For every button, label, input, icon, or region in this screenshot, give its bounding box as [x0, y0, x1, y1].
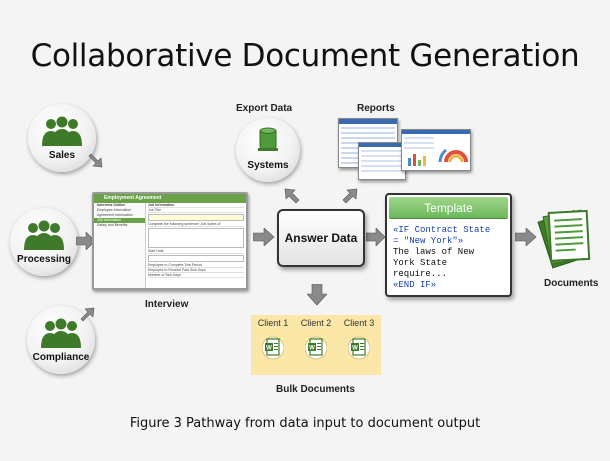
answer-to-reports-arrow-icon [342, 188, 358, 204]
figure-caption: Figure 3 Pathway from data input to docu… [129, 416, 481, 431]
template-line: The laws of New [393, 247, 475, 257]
reports-label: Reports [357, 103, 395, 114]
interview-window-title: Employment Agreement [94, 194, 246, 203]
report-list-thumbnail [358, 142, 406, 180]
people-group-icon [41, 318, 81, 348]
template-box: Template «IF Contract State = "New York"… [385, 193, 512, 297]
systems-label: Systems [247, 160, 289, 171]
bulk-documents-label: Bulk Documents [276, 384, 355, 395]
template-to-documents-arrow-icon [515, 228, 537, 246]
interview-panel: Job Information Job Title Complete the f… [148, 203, 244, 288]
processing-arrow-icon [76, 232, 96, 250]
interview-to-answer-arrow-icon [253, 228, 275, 246]
outline-item: Agreement Information [97, 213, 133, 217]
template-line: York State [393, 258, 448, 268]
field-label: Job Title [148, 208, 244, 213]
diagram-title: Collaborative Document Generation [30, 38, 580, 74]
people-group-icon [24, 220, 64, 250]
outline-item: Salary and Benefits [97, 223, 128, 227]
svg-text:W: W [266, 346, 272, 352]
systems-circle: Systems [236, 118, 300, 182]
compliance-label: Compliance [32, 352, 90, 363]
client-label: Client 2 [300, 318, 332, 328]
database-icon [258, 127, 278, 151]
outline-item-selected: Job Information [94, 218, 145, 223]
svg-text:W: W [352, 346, 358, 352]
answer-data-box: Answer Data [277, 209, 365, 267]
word-document-icon: W [348, 336, 370, 360]
people-group-icon [42, 116, 82, 146]
template-line: «IF Contract State [393, 225, 491, 235]
processing-label: Processing [17, 254, 71, 265]
answer-to-template-arrow-icon [366, 228, 386, 246]
report-chart-thumbnail [401, 129, 471, 171]
interview-window: Employment Agreement Interview Outline E… [92, 192, 248, 290]
template-line: «END IF» [393, 280, 437, 290]
processing-circle: Processing [10, 208, 78, 276]
interview-outline: Interview Outline Employee Information A… [94, 203, 146, 288]
field-label: Employee to Complete Trial Period [148, 263, 244, 268]
svg-text:W: W [309, 346, 315, 352]
job-title-field [148, 214, 244, 221]
answer-to-bulk-arrow-icon [307, 284, 327, 306]
client-card: Client 1 W [254, 315, 292, 375]
template-header: Template [389, 197, 508, 219]
outline-header: Interview Outline [97, 203, 126, 207]
bulk-documents-panel: Client 1 W Client 2 W Client 3 W [251, 315, 381, 375]
panel-header: Job Information [148, 203, 244, 208]
sales-label: Sales [48, 150, 76, 161]
client-card: Client 2 W [297, 315, 335, 375]
word-document-icon: W [305, 336, 327, 360]
interview-label: Interview [145, 299, 189, 310]
field-label: Employee to Receive Paid Sick Days [148, 268, 244, 273]
start-date-field [148, 255, 244, 262]
documents-label: Documents [544, 278, 599, 289]
answer-to-systems-arrow-icon [284, 188, 300, 204]
word-document-icon: W [262, 336, 284, 360]
sales-circle: Sales [28, 104, 96, 172]
client-label: Client 3 [343, 318, 375, 328]
template-line: = "New York"» [393, 236, 464, 246]
export-data-label: Export Data [236, 103, 293, 114]
job-duties-field [148, 228, 244, 248]
compliance-arrow-icon [80, 307, 95, 322]
document-stack-icon [537, 209, 591, 269]
field-label: Number of Sick Days [148, 273, 244, 278]
client-card: Client 3 W [340, 315, 378, 375]
sales-arrow-icon [88, 153, 103, 168]
field-label: Start Date [148, 249, 244, 254]
template-line: require... [393, 269, 448, 279]
client-label: Client 1 [257, 318, 289, 328]
outline-item: Employee Information [97, 208, 132, 212]
field-label: Complete the following sentence: Job dut… [148, 222, 244, 227]
template-body: «IF Contract State = "New York"» The law… [387, 221, 510, 295]
